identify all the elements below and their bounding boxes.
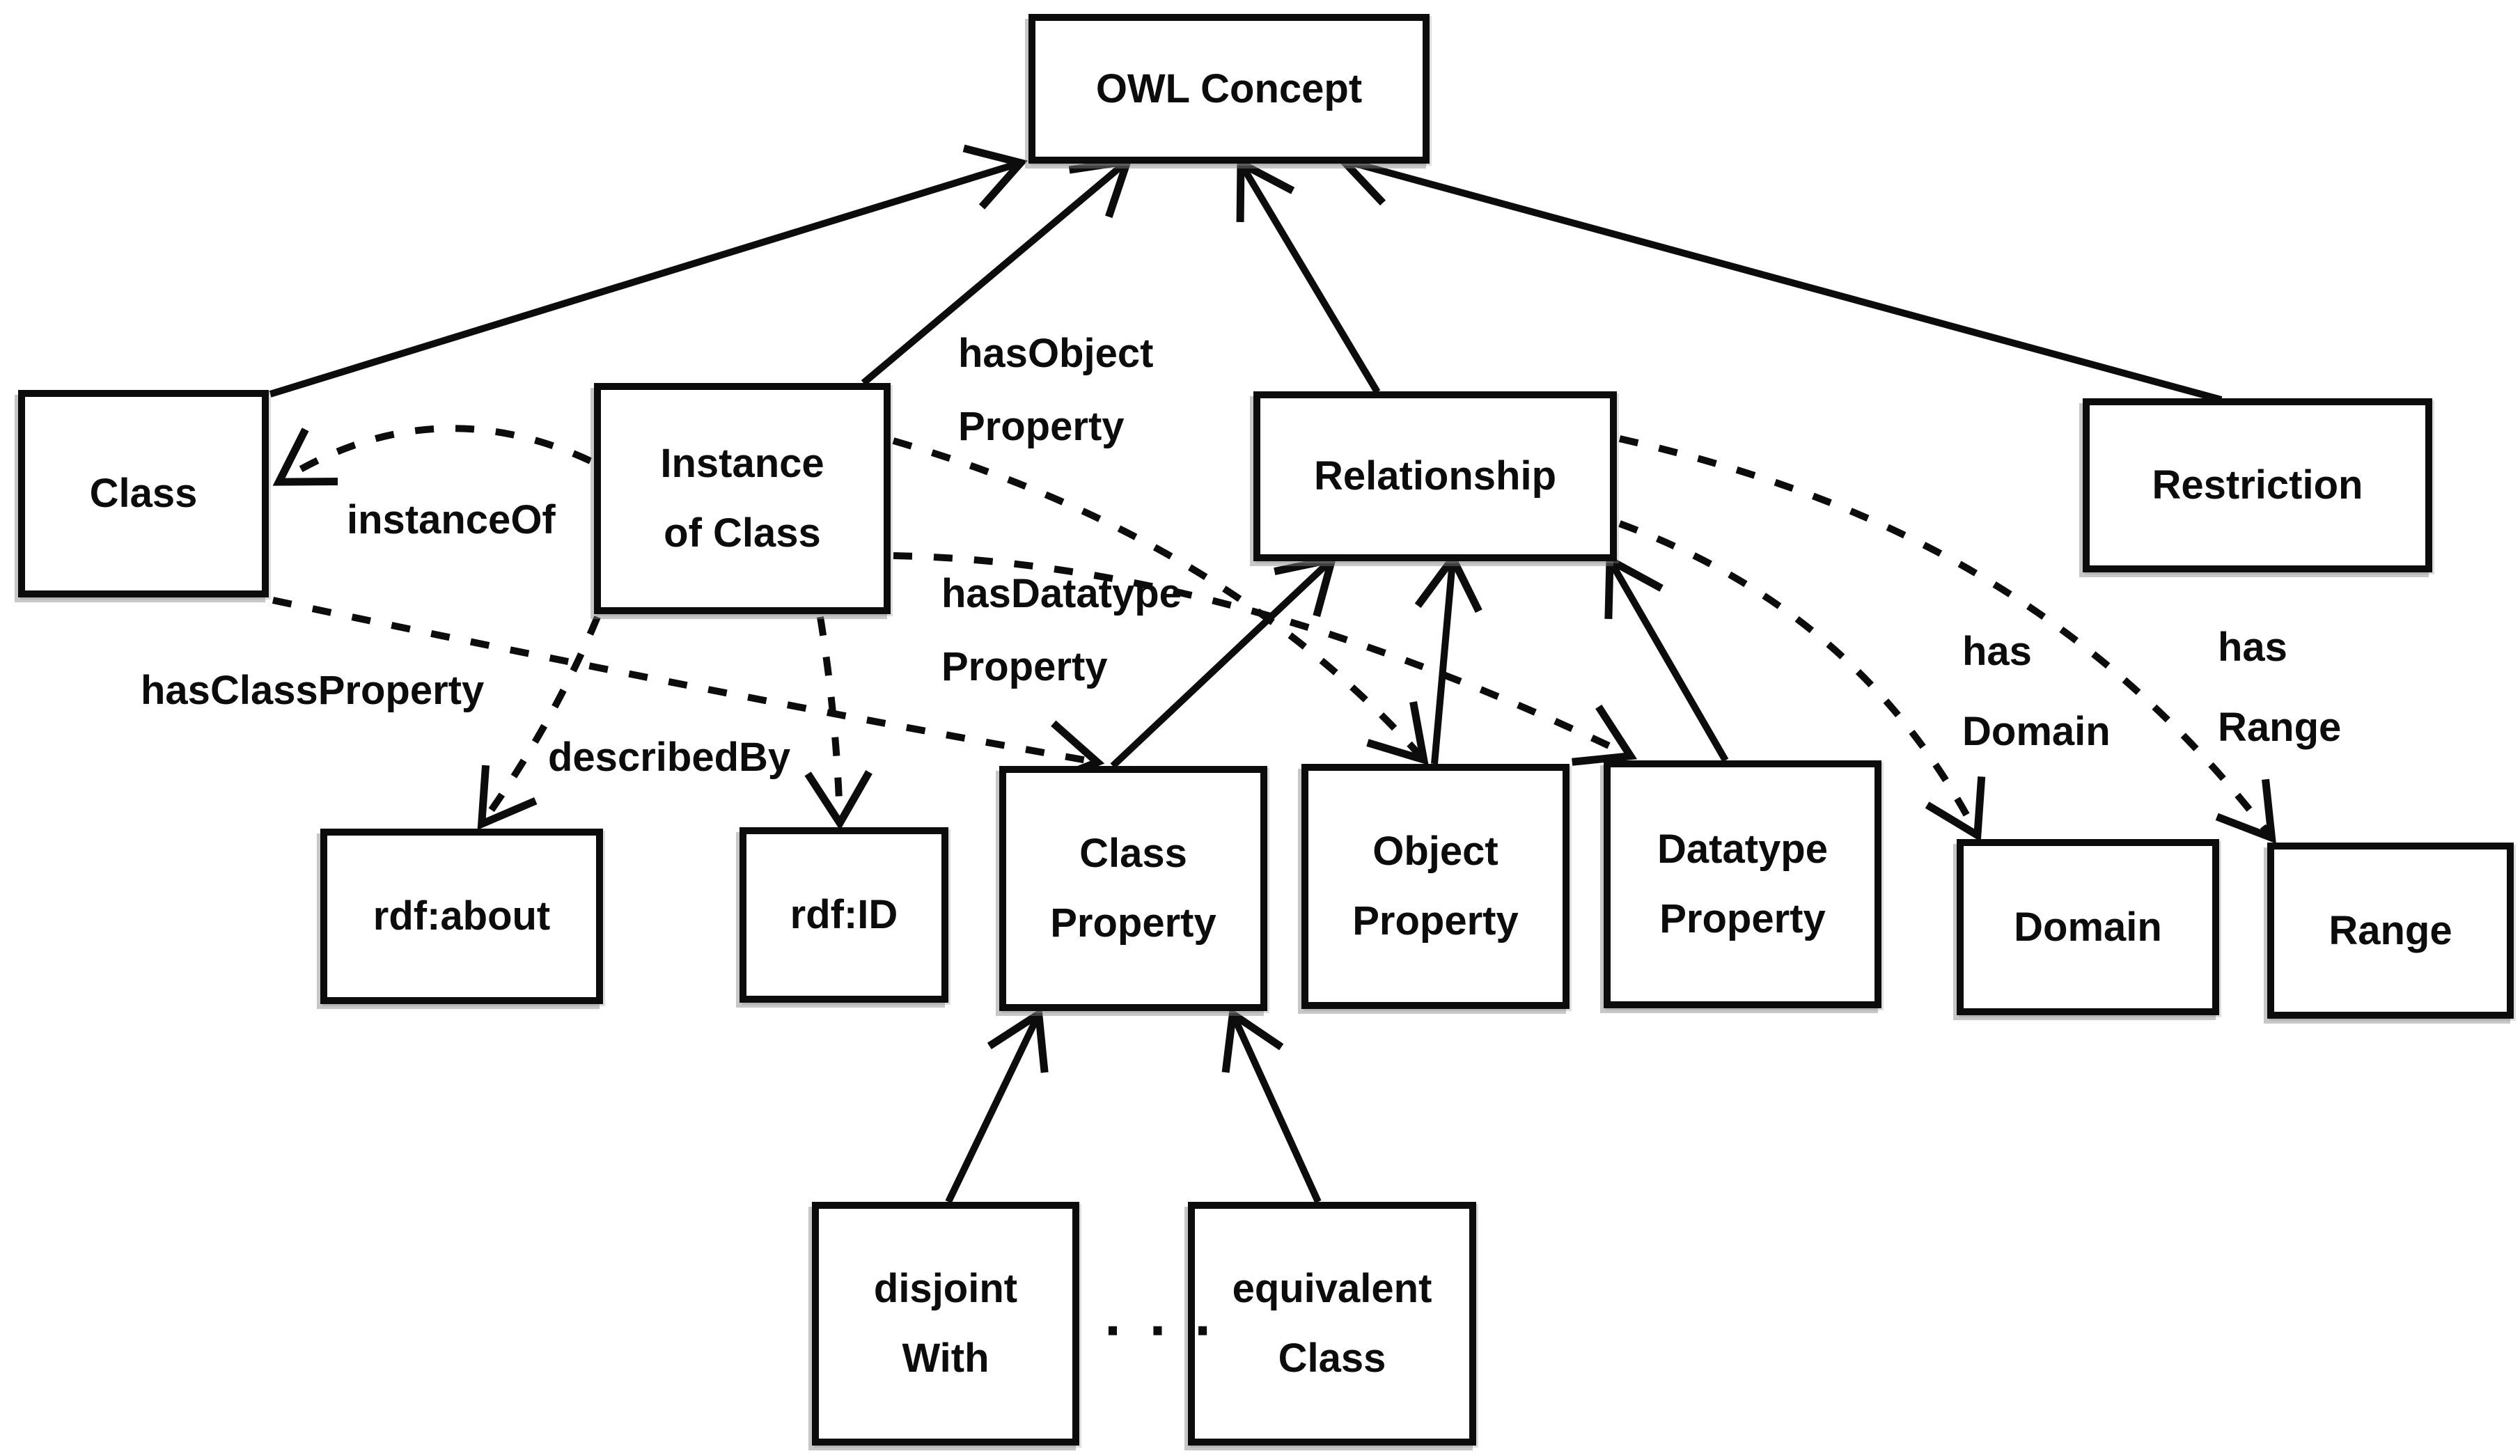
edge-has-range <box>1618 435 2276 844</box>
node-rdf-id: rdf:ID <box>739 827 948 1003</box>
node-equivalent-class: equivalent Class <box>1188 1202 1476 1446</box>
edge-datatype-property-to-relationship <box>1604 554 1729 762</box>
edge-label-has-datatype-property-line2: Property <box>941 644 1108 689</box>
node-rdf-about-label: rdf:about <box>373 893 551 939</box>
node-instance-of-class-label: of Class <box>664 510 821 556</box>
edge-has-object-property <box>892 437 1429 765</box>
edge-label-has-datatype-property-line1: hasDatatype <box>941 571 1182 616</box>
node-restriction-label: Restriction <box>2152 462 2363 508</box>
edge-label-described-by-text: describedBy <box>548 735 791 780</box>
node-relationship-label: Relationship <box>1313 453 1557 499</box>
node-disjoint-with-label: disjoint <box>873 1266 1018 1311</box>
node-datatype-property-label: Property <box>1659 896 1826 941</box>
edge-label-has-range: has Range <box>2218 607 2341 767</box>
edge-instance-of-class-to-owl-concept <box>861 156 1134 386</box>
node-rdf-about: rdf:about <box>320 829 603 1004</box>
edge-label-has-object-property: hasObject Property <box>958 317 1153 463</box>
edge-label-has-class-property-text: hasClassProperty <box>141 668 485 713</box>
edge-disjoint-with-to-class-property <box>945 1007 1049 1204</box>
node-domain-label: Domain <box>2014 904 2162 950</box>
edge-class-property-to-relationship <box>1110 554 1338 769</box>
node-disjoint-with: disjoint With <box>812 1202 1079 1446</box>
node-equivalent-class-label: equivalent <box>1232 1266 1432 1311</box>
edge-restriction-to-owl-concept <box>1335 140 2223 403</box>
edge-described-by <box>804 616 872 831</box>
node-object-property-label: Object <box>1372 829 1498 874</box>
node-owl-concept: OWL Concept <box>1028 14 1430 164</box>
edge-label-has-class-property: hasClassProperty <box>141 668 485 713</box>
edge-equivalent-class-to-class-property <box>1221 1007 1322 1204</box>
node-class: Class <box>18 390 269 597</box>
edge-instanceof <box>272 425 593 486</box>
edge-has-domain <box>1618 520 1986 842</box>
node-datatype-property-label: Datatype <box>1657 827 1828 872</box>
edge-has-class-property <box>272 597 1105 788</box>
node-equivalent-class-label: Class <box>1278 1336 1386 1381</box>
edge-label-has-domain-line2: Domain <box>1962 709 2111 754</box>
ellipsis-between-disjoint-and-equivalent: · · · <box>1104 1297 1219 1364</box>
edge-label-has-datatype-property: hasDatatype Property <box>941 557 1182 703</box>
edge-label-instanceof-text: instanceOf <box>347 497 556 542</box>
node-class-property-label: Property <box>1050 900 1216 946</box>
edge-has-datatype-property <box>893 552 1638 766</box>
node-range: Range <box>2267 843 2514 1019</box>
node-object-property-label: Property <box>1352 898 1519 944</box>
edge-object-property-to-relationship <box>1414 551 1482 765</box>
node-range-label: Range <box>2329 907 2452 953</box>
node-rdf-id-label: rdf:ID <box>790 892 898 937</box>
edge-label-has-domain: has Domain <box>1962 611 2111 772</box>
edge-label-has-range-line1: has <box>2218 625 2287 670</box>
node-relationship: Relationship <box>1253 391 1617 561</box>
edge-relationship-to-owl-concept <box>1236 157 1381 394</box>
node-datatype-property: Datatype Property <box>1604 760 1881 1008</box>
edge-label-has-range-line2: Range <box>2218 705 2342 750</box>
edge-label-described-by: describedBy <box>548 735 791 780</box>
node-object-property: Object Property <box>1301 764 1570 1009</box>
edge-class-to-owl-concept <box>269 144 1028 398</box>
node-domain: Domain <box>1957 839 2219 1015</box>
node-instance-of-class: Instance of Class <box>594 383 891 614</box>
edge-to-rdf-about <box>477 616 601 830</box>
edge-label-instanceof: instanceOf <box>347 497 556 542</box>
edge-label-has-domain-line1: has <box>1962 629 2032 674</box>
node-class-property-label: Class <box>1079 831 1187 876</box>
node-class-property: Class Property <box>999 766 1267 1011</box>
node-restriction: Restriction <box>2083 398 2432 572</box>
edge-label-has-object-property-line1: hasObject <box>958 331 1154 376</box>
node-instance-of-class-label: Instance <box>660 441 824 486</box>
node-disjoint-with-label: With <box>902 1336 989 1381</box>
edge-label-has-object-property-line2: Property <box>958 404 1125 449</box>
node-owl-concept-label: OWL Concept <box>1095 65 1363 111</box>
node-class-label: Class <box>89 471 198 516</box>
